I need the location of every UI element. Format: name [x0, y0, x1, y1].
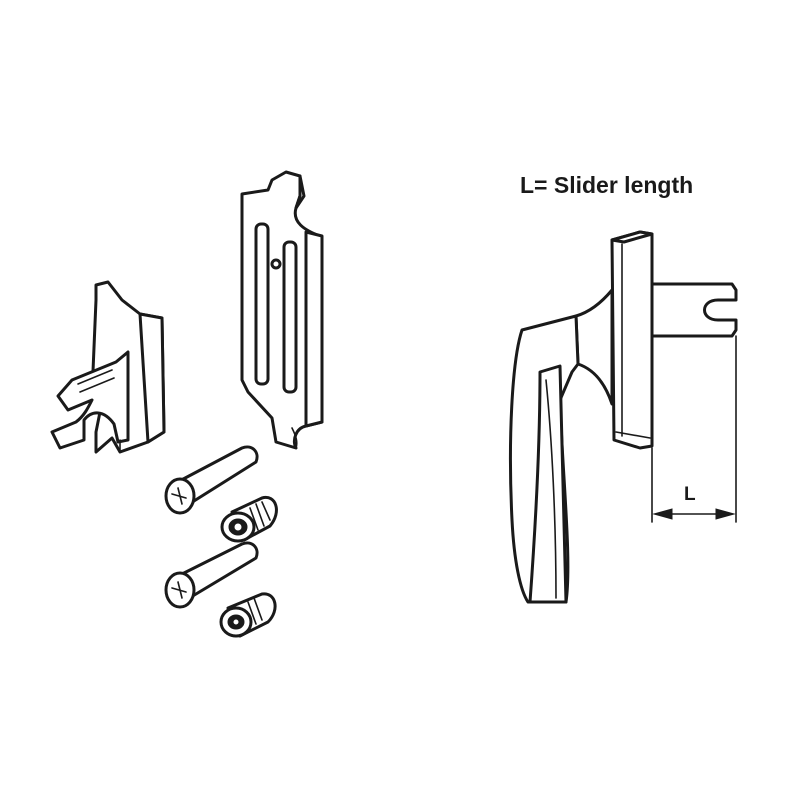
window-handle	[508, 230, 738, 604]
screw	[164, 541, 259, 609]
slider-length-caption: L= Slider length	[520, 172, 694, 198]
mounting-plate	[240, 170, 324, 450]
threaded-sleeve	[220, 495, 278, 543]
screw	[164, 445, 259, 515]
threaded-sleeve	[219, 592, 277, 638]
dimension-label: L	[684, 484, 696, 505]
arrow-right-icon	[715, 508, 736, 520]
dimension-l	[651, 335, 737, 523]
slider-block	[50, 280, 166, 454]
arrow-left-icon	[652, 508, 673, 520]
